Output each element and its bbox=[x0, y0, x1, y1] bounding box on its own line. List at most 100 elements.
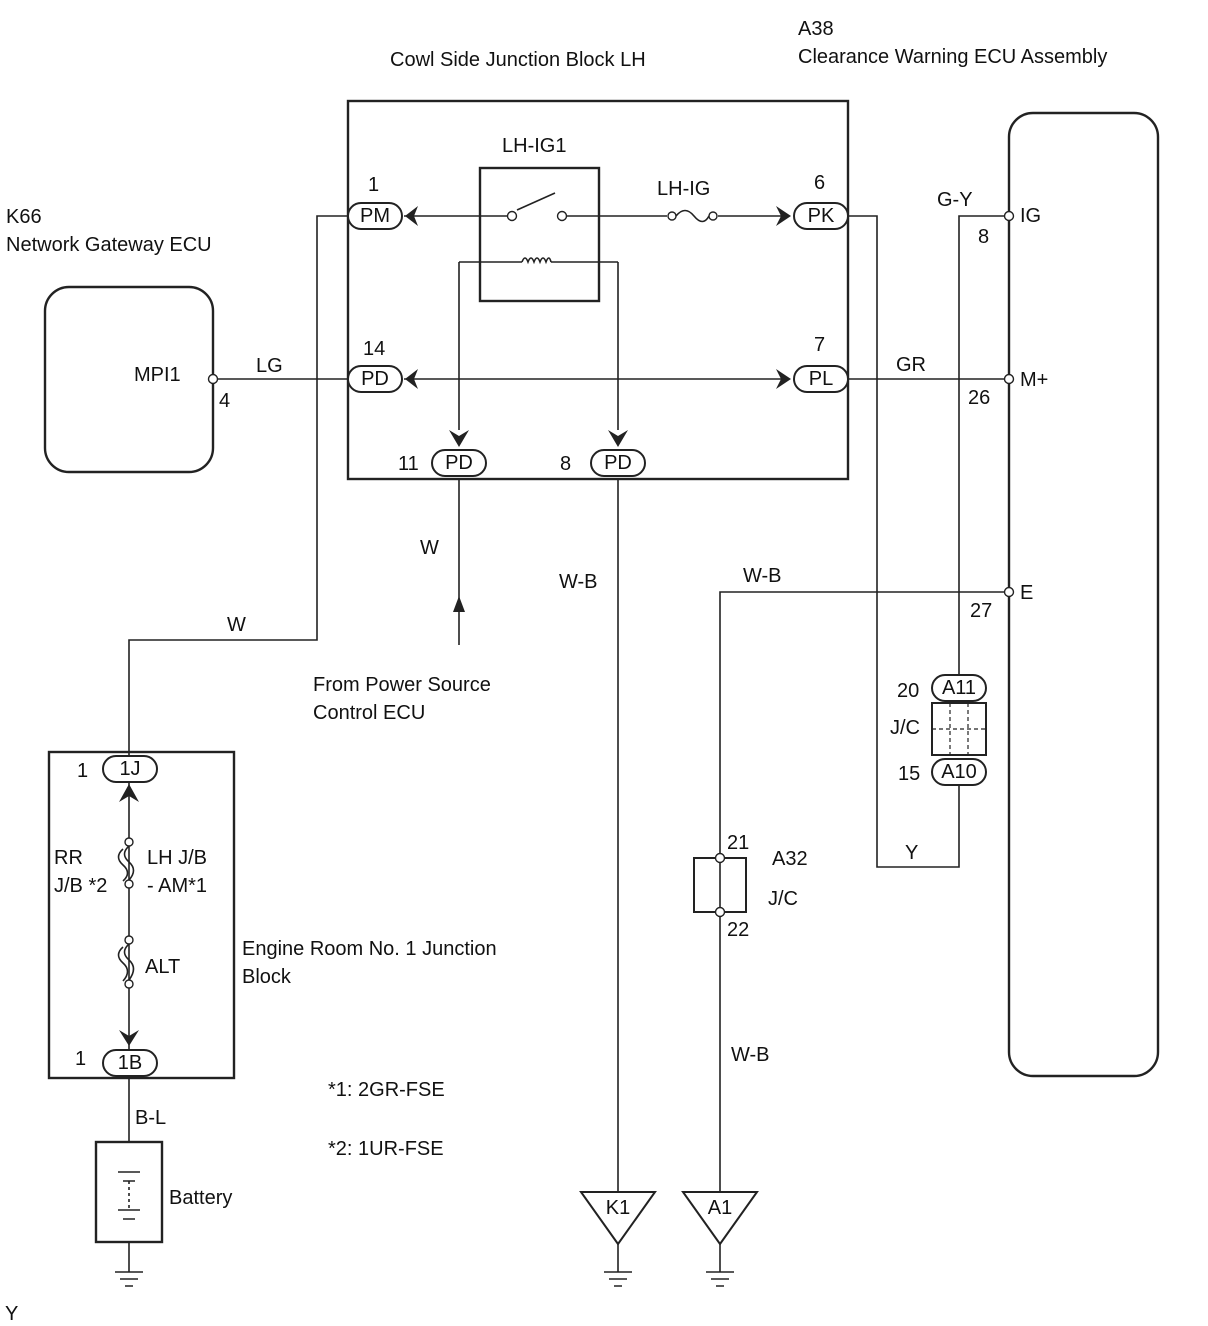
pin-e: 27 bbox=[970, 600, 992, 622]
connector-pd14-label: PD bbox=[361, 368, 389, 390]
ground-point-k1-label: K1 bbox=[606, 1197, 630, 1219]
pin-ig: 8 bbox=[978, 226, 989, 248]
pin-mpi1: 4 bbox=[219, 390, 230, 412]
connector-pm-label: PM bbox=[360, 205, 390, 227]
relay-name: LH-IG1 bbox=[502, 135, 566, 157]
pin-pm: 1 bbox=[368, 174, 379, 196]
wire-wb-e bbox=[719, 591, 1009, 858]
wire-label-lg: LG bbox=[256, 355, 283, 377]
pin-a32-22: 22 bbox=[727, 919, 749, 941]
ground-icon bbox=[115, 1271, 143, 1287]
ground-point-a1 bbox=[681, 1191, 759, 1246]
relay-switch-contact bbox=[516, 192, 556, 211]
pin-pk: 6 bbox=[814, 172, 825, 194]
cowl-block-title: Cowl Side Junction Block LH bbox=[390, 49, 646, 71]
connector-a10 bbox=[931, 758, 987, 786]
connector-pd11 bbox=[431, 449, 487, 477]
fuse-alt-icon bbox=[117, 935, 135, 989]
pin-pd11: 11 bbox=[398, 453, 419, 475]
a38-code: A38 bbox=[798, 18, 834, 40]
connector-pk-label: PK bbox=[808, 205, 835, 227]
connector-pl bbox=[793, 365, 849, 393]
wire-label-y: Y bbox=[905, 842, 918, 864]
erb-title-2: Block bbox=[242, 966, 292, 988]
a38-name: Clearance Warning ECU Assembly bbox=[798, 46, 1107, 68]
battery-label: Battery bbox=[169, 1187, 232, 1209]
pin-a11: 20 bbox=[897, 680, 919, 702]
fuse-lh-jb-am-icon bbox=[117, 837, 135, 889]
wire-label-wb-2: W-B bbox=[743, 565, 782, 587]
wire-label-w-top: W bbox=[227, 614, 246, 636]
arrow-1b bbox=[119, 1030, 139, 1046]
junction-connector-a32 bbox=[693, 857, 747, 913]
k66-code: K66 bbox=[6, 206, 42, 228]
fuse-lh-jb-label: LH J/B bbox=[147, 847, 207, 869]
arrow-pl bbox=[776, 369, 791, 389]
ground-point-k1 bbox=[579, 1191, 657, 1246]
battery-box bbox=[94, 1140, 164, 1244]
fuse-alt-label: ALT bbox=[145, 956, 180, 978]
wire-label-wb-3: W-B bbox=[731, 1044, 770, 1066]
network-gateway-ecu bbox=[43, 285, 215, 474]
ground-point-a1-label: A1 bbox=[708, 1197, 732, 1219]
a32-label: A32 bbox=[772, 848, 808, 870]
connector-pd8 bbox=[590, 449, 646, 477]
wire-label-wb-1: W-B bbox=[559, 571, 598, 593]
cowl-junction-block bbox=[346, 99, 850, 481]
pin-pd14: 14 bbox=[363, 338, 385, 360]
arrow-1j bbox=[119, 784, 139, 802]
arrow-pk bbox=[776, 206, 791, 226]
connector-pm bbox=[347, 202, 403, 230]
terminal-mpi1 bbox=[207, 373, 219, 385]
arrow-pd11 bbox=[449, 430, 469, 447]
terminal-e-label: E bbox=[1020, 582, 1033, 604]
connector-pl-label: PL bbox=[809, 368, 833, 390]
note-1: *1: 2GR-FSE bbox=[328, 1079, 445, 1101]
relay-terminal-left bbox=[506, 210, 518, 222]
terminal-mplus-label: M+ bbox=[1020, 369, 1048, 391]
arrow-from-power-source bbox=[453, 596, 465, 612]
wire-gy bbox=[958, 215, 1009, 675]
pin-mplus: 26 bbox=[968, 387, 990, 409]
relay-lh-ig1 bbox=[478, 166, 601, 303]
wire-label-w-mid: W bbox=[420, 537, 439, 559]
terminal-ig-label: IG bbox=[1020, 205, 1041, 227]
connector-1j bbox=[102, 755, 158, 783]
fuse-jb2-label: J/B *2 bbox=[54, 875, 107, 897]
power-source-label-2: Control ECU bbox=[313, 702, 425, 724]
terminal-a32-21 bbox=[714, 852, 726, 864]
pin-pd8: 8 bbox=[560, 453, 571, 475]
wire-label-gy: G-Y bbox=[937, 189, 973, 211]
fuse-lh-ig-icon bbox=[667, 209, 718, 223]
wire-pk-y bbox=[848, 215, 960, 868]
connector-pk bbox=[793, 202, 849, 230]
connector-a10-label: A10 bbox=[941, 761, 977, 783]
connector-pd14 bbox=[347, 365, 403, 393]
arrow-pd8 bbox=[608, 430, 628, 447]
terminal-a32-22 bbox=[714, 906, 726, 918]
connector-a11-label: A11 bbox=[942, 677, 976, 699]
wire-w-pm-1j bbox=[128, 215, 348, 757]
ground-icon bbox=[706, 1271, 734, 1287]
ground-icon bbox=[604, 1271, 632, 1287]
pin-1j: 1 bbox=[77, 760, 88, 782]
wire-label-gr: GR bbox=[896, 354, 926, 376]
connector-pd11-label: PD bbox=[445, 452, 473, 474]
fuse-rr-label: RR bbox=[54, 847, 83, 869]
relay-coil bbox=[521, 257, 552, 265]
arrow-pd14 bbox=[405, 369, 418, 389]
note-2: *2: 1UR-FSE bbox=[328, 1138, 444, 1160]
pin-1b: 1 bbox=[75, 1048, 86, 1070]
connector-a11 bbox=[931, 674, 987, 702]
pin-a32-21: 21 bbox=[727, 832, 749, 854]
battery-icon bbox=[118, 1171, 140, 1220]
terminal-ig bbox=[1003, 210, 1015, 222]
k66-name: Network Gateway ECU bbox=[6, 234, 212, 256]
terminal-mpi1-label: MPI1 bbox=[134, 364, 181, 386]
terminal-e bbox=[1003, 586, 1015, 598]
connector-1b-label: 1B bbox=[118, 1052, 142, 1074]
fuse-lh-ig-label: LH-IG bbox=[657, 178, 710, 200]
connector-pd8-label: PD bbox=[604, 452, 632, 474]
a32-jc-label: J/C bbox=[768, 888, 798, 910]
